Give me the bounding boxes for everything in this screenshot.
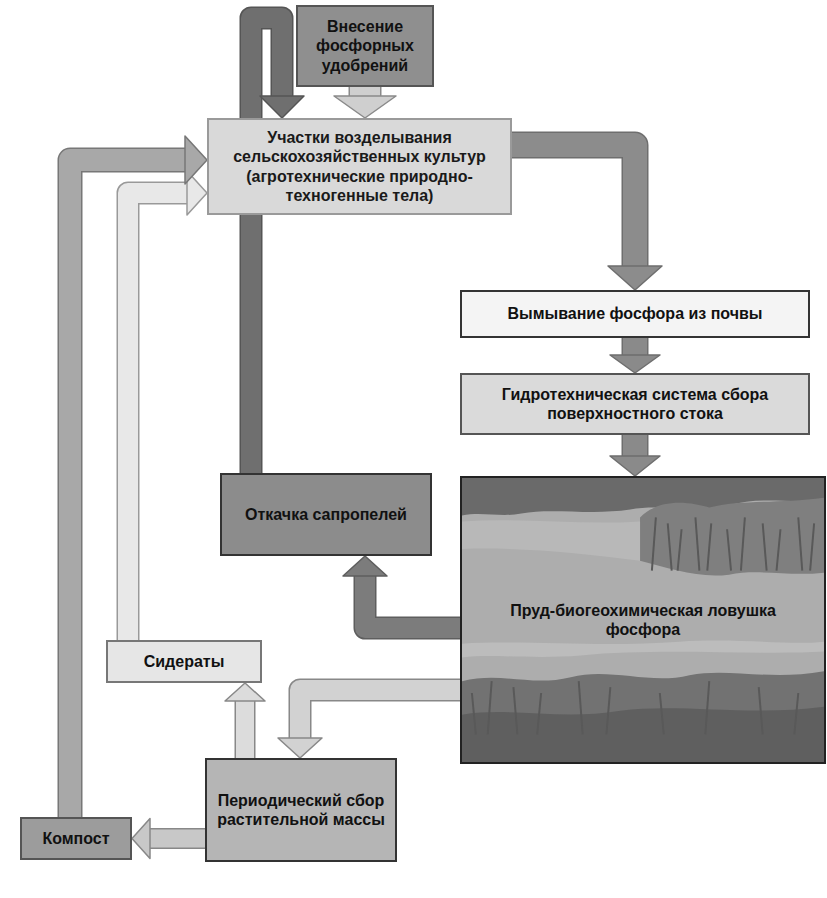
arrow-shaft bbox=[236, 701, 254, 758]
arrow-shaft bbox=[512, 145, 635, 266]
reed-stroke bbox=[705, 681, 709, 734]
arrow-shaft bbox=[70, 160, 185, 817]
node-text: Гидротехническая система сбора поверхнос… bbox=[470, 385, 800, 423]
reed-stroke bbox=[668, 523, 672, 570]
reed-stroke bbox=[794, 693, 798, 734]
reed-stroke bbox=[695, 517, 699, 570]
reed-stroke bbox=[707, 523, 711, 570]
input-box: Внесение фосфорных удобрений bbox=[296, 5, 434, 87]
flow-arrow bbox=[512, 145, 662, 290]
reed-stroke bbox=[741, 517, 745, 570]
arrow-outline bbox=[70, 160, 185, 817]
arrow-outline bbox=[150, 828, 205, 849]
arrow-shaft bbox=[350, 87, 380, 96]
pond-shape bbox=[640, 498, 824, 576]
reed-stroke bbox=[810, 523, 814, 570]
reed-stroke bbox=[472, 693, 476, 734]
reed-stroke bbox=[579, 681, 583, 734]
arrow-outline bbox=[235, 701, 256, 758]
node-text: Участки возделывания сельскохозяйственны… bbox=[217, 128, 502, 205]
flow-arrow bbox=[610, 435, 660, 476]
pond-shape bbox=[462, 641, 824, 658]
arrow-outline bbox=[365, 576, 460, 628]
flow-arrow bbox=[225, 683, 265, 758]
arrow-shaft bbox=[623, 435, 647, 456]
process-box: Периодический сбор растительной массы bbox=[205, 758, 397, 862]
arrow-outline bbox=[300, 690, 460, 738]
pond-shape bbox=[462, 671, 824, 762]
field-box: Участки возделывания сельскохозяйственны… bbox=[207, 118, 512, 215]
arrow-head bbox=[278, 738, 322, 758]
arrow-head bbox=[225, 683, 265, 701]
reed-stroke bbox=[606, 687, 610, 734]
node-text: Пруд-биогеохимическая ловушка фосфора bbox=[472, 601, 814, 639]
arrow-shaft bbox=[150, 830, 205, 848]
reed-stroke bbox=[798, 517, 802, 570]
pond-box: Пруд-биогеохимическая ловушка фосфора bbox=[460, 476, 826, 764]
arrow-head bbox=[610, 456, 660, 476]
flow-arrow bbox=[132, 819, 205, 859]
arrow-outline bbox=[512, 145, 635, 266]
arrow-head bbox=[343, 556, 387, 576]
node-text: Вымывание фосфора из почвы bbox=[507, 304, 762, 323]
reed-stroke bbox=[513, 687, 517, 734]
node-text: Периодический сбор растительной массы bbox=[215, 791, 387, 829]
flow-arrow bbox=[278, 690, 460, 758]
process-box: Откачка сапропелей bbox=[220, 473, 432, 556]
flow-arrow bbox=[128, 171, 207, 640]
flow-arrow bbox=[70, 136, 207, 817]
reed-stroke bbox=[777, 529, 781, 570]
reed-stroke bbox=[488, 681, 492, 734]
pond-photo bbox=[462, 478, 824, 762]
arrow-head bbox=[185, 136, 207, 184]
flow-arrow bbox=[610, 338, 660, 373]
node-text: Внесение фосфорных удобрений bbox=[308, 17, 422, 75]
reed-stroke bbox=[763, 523, 767, 570]
arrow-head bbox=[260, 96, 304, 118]
arrow-outline bbox=[251, 18, 282, 473]
arrow-head bbox=[608, 266, 662, 290]
arrow-shaft bbox=[365, 576, 460, 628]
pond-shape bbox=[462, 478, 824, 762]
reed-stroke bbox=[537, 693, 541, 734]
node-text: Откачка сапропелей bbox=[245, 505, 407, 524]
node-text: Компост bbox=[42, 829, 109, 848]
arrow-shaft bbox=[128, 193, 187, 640]
arrow-outline bbox=[622, 338, 649, 355]
arrow-outline bbox=[349, 87, 382, 96]
arrow-head bbox=[132, 819, 150, 859]
reed-stroke bbox=[652, 517, 656, 570]
reed-stroke bbox=[727, 529, 731, 570]
flow-arrow bbox=[334, 87, 396, 118]
arrow-shaft bbox=[251, 18, 282, 473]
node-text: Сидераты bbox=[144, 652, 225, 671]
reed-stroke bbox=[660, 693, 664, 734]
arrow-outline bbox=[128, 193, 187, 640]
reed-stroke bbox=[678, 529, 682, 570]
arrow-shaft bbox=[300, 690, 460, 738]
pond-shape bbox=[462, 520, 640, 561]
arrow-head bbox=[334, 96, 396, 118]
arrow-head bbox=[610, 355, 660, 373]
process-box: Компост bbox=[20, 817, 132, 860]
arrow-outline bbox=[622, 435, 649, 456]
reed-stroke bbox=[759, 687, 763, 734]
process-box: Гидротехническая система сбора поверхнос… bbox=[460, 373, 810, 435]
process-box: Вымывание фосфора из почвы bbox=[460, 290, 810, 338]
arrow-shaft bbox=[623, 338, 647, 355]
process-box: Сидераты bbox=[106, 640, 262, 683]
flow-arrow bbox=[343, 556, 460, 628]
